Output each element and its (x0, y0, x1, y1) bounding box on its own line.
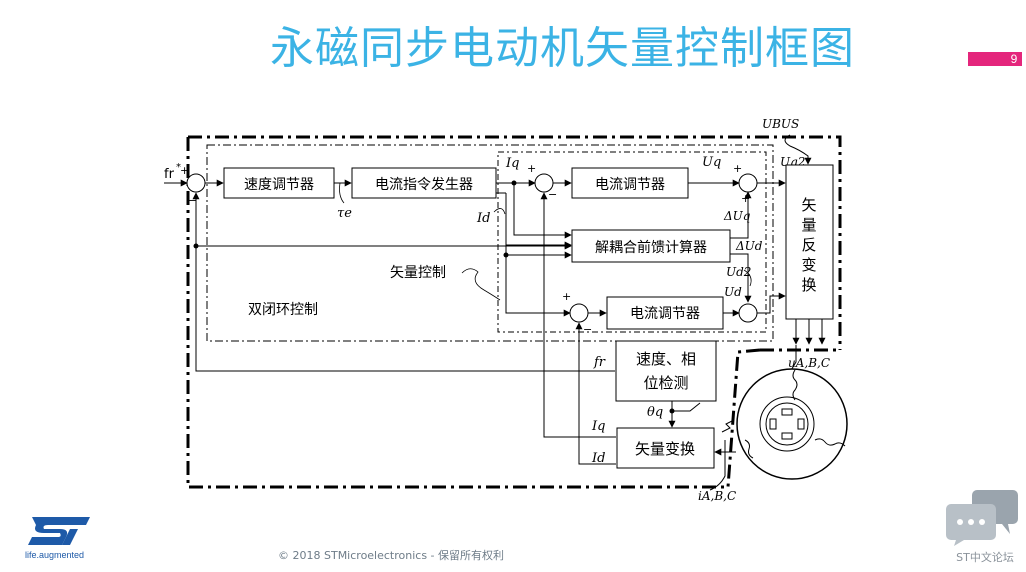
d-current-regulator-block (606, 296, 724, 330)
current-command-generator-label: 电流指令发生器 (375, 177, 473, 193)
iabc-label: iA,B,C (698, 489, 736, 503)
dual-loop-boundary (206, 144, 774, 342)
svg-text:变: 变 (801, 256, 816, 274)
speed-regulator-block (223, 167, 335, 199)
forum-label: ST中文论坛 (956, 551, 1014, 564)
iq-feedback-label: Iq (591, 419, 605, 434)
q-current-regulator-block (571, 167, 689, 199)
vector-transform-block (616, 427, 715, 469)
pmsm-motor-icon (736, 368, 848, 480)
decoupling-feedforward-block (571, 229, 731, 263)
svg-text:矢: 矢 (801, 196, 816, 214)
st-logo (28, 517, 90, 545)
svg-text:+: + (527, 162, 536, 175)
vector-transform-label: 矢量变换 (635, 440, 695, 458)
speed-regulator-label: 速度调节器 (244, 177, 314, 193)
torque-ref-label: τe (337, 206, 352, 221)
svg-text:+: + (562, 290, 571, 303)
svg-text:−: − (583, 323, 592, 336)
svg-text:反: 反 (801, 236, 816, 254)
id-sum-junction (569, 303, 589, 323)
svg-text:量: 量 (801, 216, 816, 234)
forum-chat-icon (946, 490, 1018, 546)
ud-sum-junction (738, 303, 758, 323)
svg-text:速度、相: 速度、相 (636, 350, 696, 368)
decoupling-feedforward-label: 解耦合前馈计算器 (595, 239, 707, 256)
vector-control-label: 矢量控制 (390, 265, 446, 281)
svg-text:位检测: 位检测 (643, 374, 688, 392)
id-ref-label: Id (476, 211, 490, 226)
outer-system-boundary (186, 135, 842, 489)
uabc-label: uA,B,C (788, 356, 830, 370)
speed-phase-detection-block (615, 340, 717, 402)
dual-loop-label: 双闭环控制 (248, 302, 318, 318)
ud-ref-label: Ud (724, 285, 742, 299)
q-current-regulator-label: 电流调节器 (595, 177, 665, 193)
svg-text:−: − (188, 194, 197, 207)
delta-uq-label: ΔUq (723, 209, 751, 223)
uq-ref-label: Uq (702, 155, 721, 170)
ubus-label: UBUS (762, 117, 799, 131)
footer-copyright: © 2018 STMicroelectronics - 保留所有权利 (278, 549, 505, 562)
iq-ref-label: Iq (505, 156, 519, 171)
speed-sum-junction (186, 173, 206, 193)
page-badge (968, 52, 1022, 66)
id-feedback-label: Id (591, 451, 605, 466)
uq-sum-junction (738, 173, 758, 193)
ud2-label: Ud2 (726, 265, 751, 279)
theta-q-label: θq (647, 405, 663, 420)
inverse-vector-transform-block (785, 164, 834, 320)
st-tagline: life.augmented (25, 550, 85, 560)
svg-text:−: − (548, 188, 557, 201)
fr-star-label: fr (164, 167, 175, 182)
svg-text:换: 换 (801, 276, 816, 294)
fr-star-superscript: * (176, 162, 181, 173)
page-number: 9 (1010, 52, 1018, 66)
d-current-regulator-label: 电流调节器 (630, 306, 700, 322)
sum1-plus: + (180, 164, 189, 177)
slide-title: 永磁同步电动机矢量控制框图 (270, 23, 855, 74)
svg-text:+: + (733, 162, 742, 175)
svg-text:+: + (741, 192, 750, 205)
fr-feedback-label: fr (593, 355, 606, 370)
delta-ud-label: ΔUd (735, 239, 763, 253)
